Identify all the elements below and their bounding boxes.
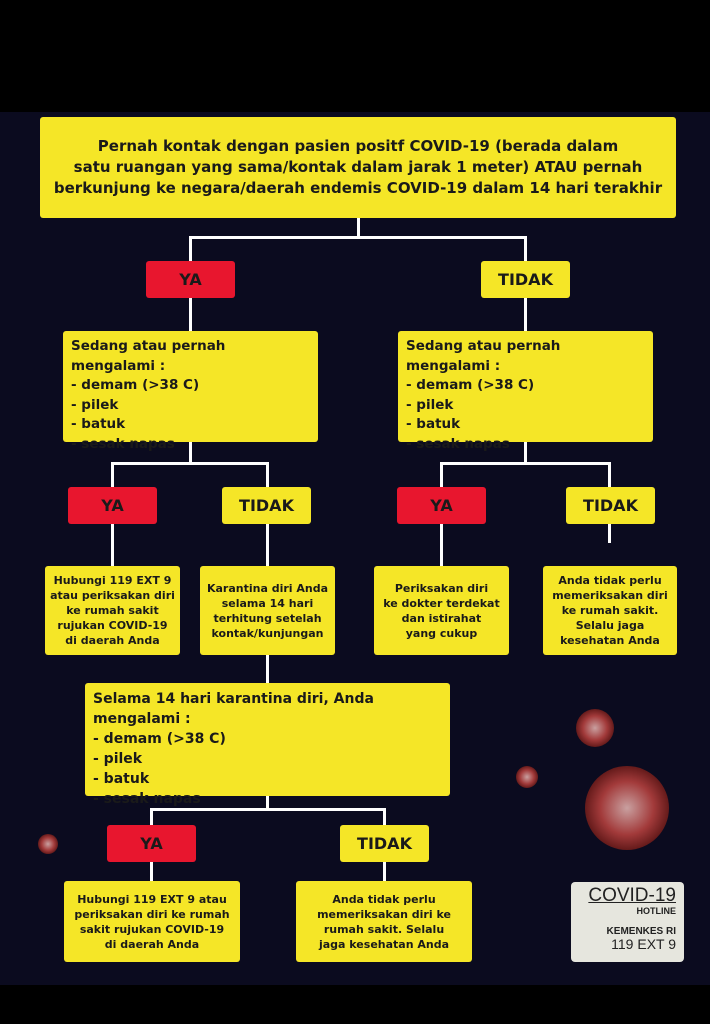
outcome-line: rujukan COVID-19 — [57, 619, 168, 632]
question-line: Pernah kontak dengan pasien positf COVID… — [97, 137, 619, 155]
symptom-item: - sesak napas — [71, 435, 175, 452]
outcome-line: ke dokter terdekat — [383, 596, 500, 610]
symptom-item: - demam (>38 C) — [93, 731, 226, 747]
outcome-line: di daerah Anda — [104, 937, 200, 951]
symptoms-title: Sedang atau pernah mengalami : — [406, 338, 561, 374]
symptoms-title: Sedang atau pernah mengalami : — [71, 338, 226, 374]
outcome-line: rumah sakit. Selalu — [323, 922, 445, 936]
hotline-org: KEMENKES RI — [606, 926, 676, 937]
no-label: TIDAK — [340, 825, 429, 862]
yes-label: YA — [68, 487, 157, 524]
symptom-item: - sesak napas — [406, 435, 510, 452]
hotline-sub: HOTLINE — [636, 906, 677, 916]
outcome-line: terhitung setelah — [213, 611, 322, 625]
outcome-line: atau periksakan diri — [50, 589, 175, 602]
outcome-line: periksakan diri ke rumah — [74, 907, 230, 921]
outcome-line: ke rumah sakit — [66, 604, 159, 617]
symptom-item: - batuk — [406, 416, 461, 432]
outcome-line: yang cukup — [405, 626, 478, 640]
outcome-line: Selalu jaga — [575, 619, 645, 632]
quarantine-symptoms-box: Selama 14 hari karantina diri, Anda meng… — [85, 683, 450, 807]
outcome-no-hospital: Anda tidak perlu memeriksakan diri ke ruma… — [543, 566, 677, 655]
yes-exposure-label: YA — [146, 261, 235, 298]
outcome-line: Hubungi 119 EXT 9 atau — [77, 892, 227, 906]
hotline-title: COVID-19 — [588, 885, 676, 906]
symptoms-box-right: Sedang atau pernah mengalami : - demam (… — [398, 331, 653, 452]
outcome-line: Periksakan diri — [394, 581, 489, 595]
outcome-line: Anda tidak perlu — [332, 892, 436, 906]
virus-icon — [585, 766, 669, 850]
question-line: satu ruangan yang sama/kontak dalam jara… — [73, 158, 643, 176]
quarantine-symptoms-title: Selama 14 hari karantina diri, Anda meng… — [93, 691, 374, 727]
no-exposure-label: TIDAK — [481, 261, 570, 298]
symptom-item: - demam (>38 C) — [406, 377, 535, 393]
outcome-line: Karantina diri Anda — [206, 581, 329, 595]
symptom-item: - batuk — [93, 771, 150, 787]
outcome-line: dan istirahat — [401, 611, 482, 625]
question-line: berkunjung ke negara/daerah endemis COVI… — [53, 179, 663, 197]
no-label: TIDAK — [222, 487, 311, 524]
outcome-line: di daerah Anda — [65, 634, 160, 647]
virus-icon — [516, 766, 538, 788]
outcome-line: memeriksakan diri ke — [317, 907, 451, 921]
outcome-line: sakit rujukan COVID-19 — [79, 922, 225, 936]
hotline-badge: COVID-19 HOTLINE KEMENKES RI 119 EXT 9 — [571, 882, 684, 962]
yes-label: YA — [397, 487, 486, 524]
outcome-line: kontak/kunjungan — [211, 626, 324, 640]
outcome-line: selama 14 hari — [221, 596, 314, 610]
symptom-item: - pilek — [93, 751, 143, 767]
outcome-call-hotline: Hubungi 119 EXT 9 atau periksakan diri ke … — [45, 566, 180, 655]
outcome-line: Anda tidak perlu — [558, 574, 662, 587]
yes-label: YA — [107, 825, 196, 862]
symptom-item: - pilek — [406, 396, 454, 413]
virus-icon — [576, 709, 614, 747]
outcome-line: kesehatan Anda — [560, 634, 660, 647]
no-label: TIDAK — [566, 487, 655, 524]
symptom-item: - pilek — [71, 396, 119, 413]
symptom-item: - demam (>38 C) — [71, 377, 200, 393]
hotline-number: 119 EXT 9 — [611, 936, 676, 952]
exposure-question-box: Pernah kontak dengan pasien positf COVID… — [40, 117, 676, 218]
symptoms-box-left: Sedang atau pernah mengalami : - demam (… — [63, 331, 318, 452]
virus-icon — [38, 834, 58, 854]
outcome-line: memeriksakan diri — [552, 589, 668, 602]
outcome-line: Hubungi 119 EXT 9 — [53, 574, 172, 587]
outcome-line: ke rumah sakit. — [561, 604, 659, 617]
symptom-item: - sesak napas — [93, 791, 201, 807]
outcome-line: jaga kesehatan Anda — [318, 937, 450, 951]
symptom-item: - batuk — [71, 416, 126, 432]
